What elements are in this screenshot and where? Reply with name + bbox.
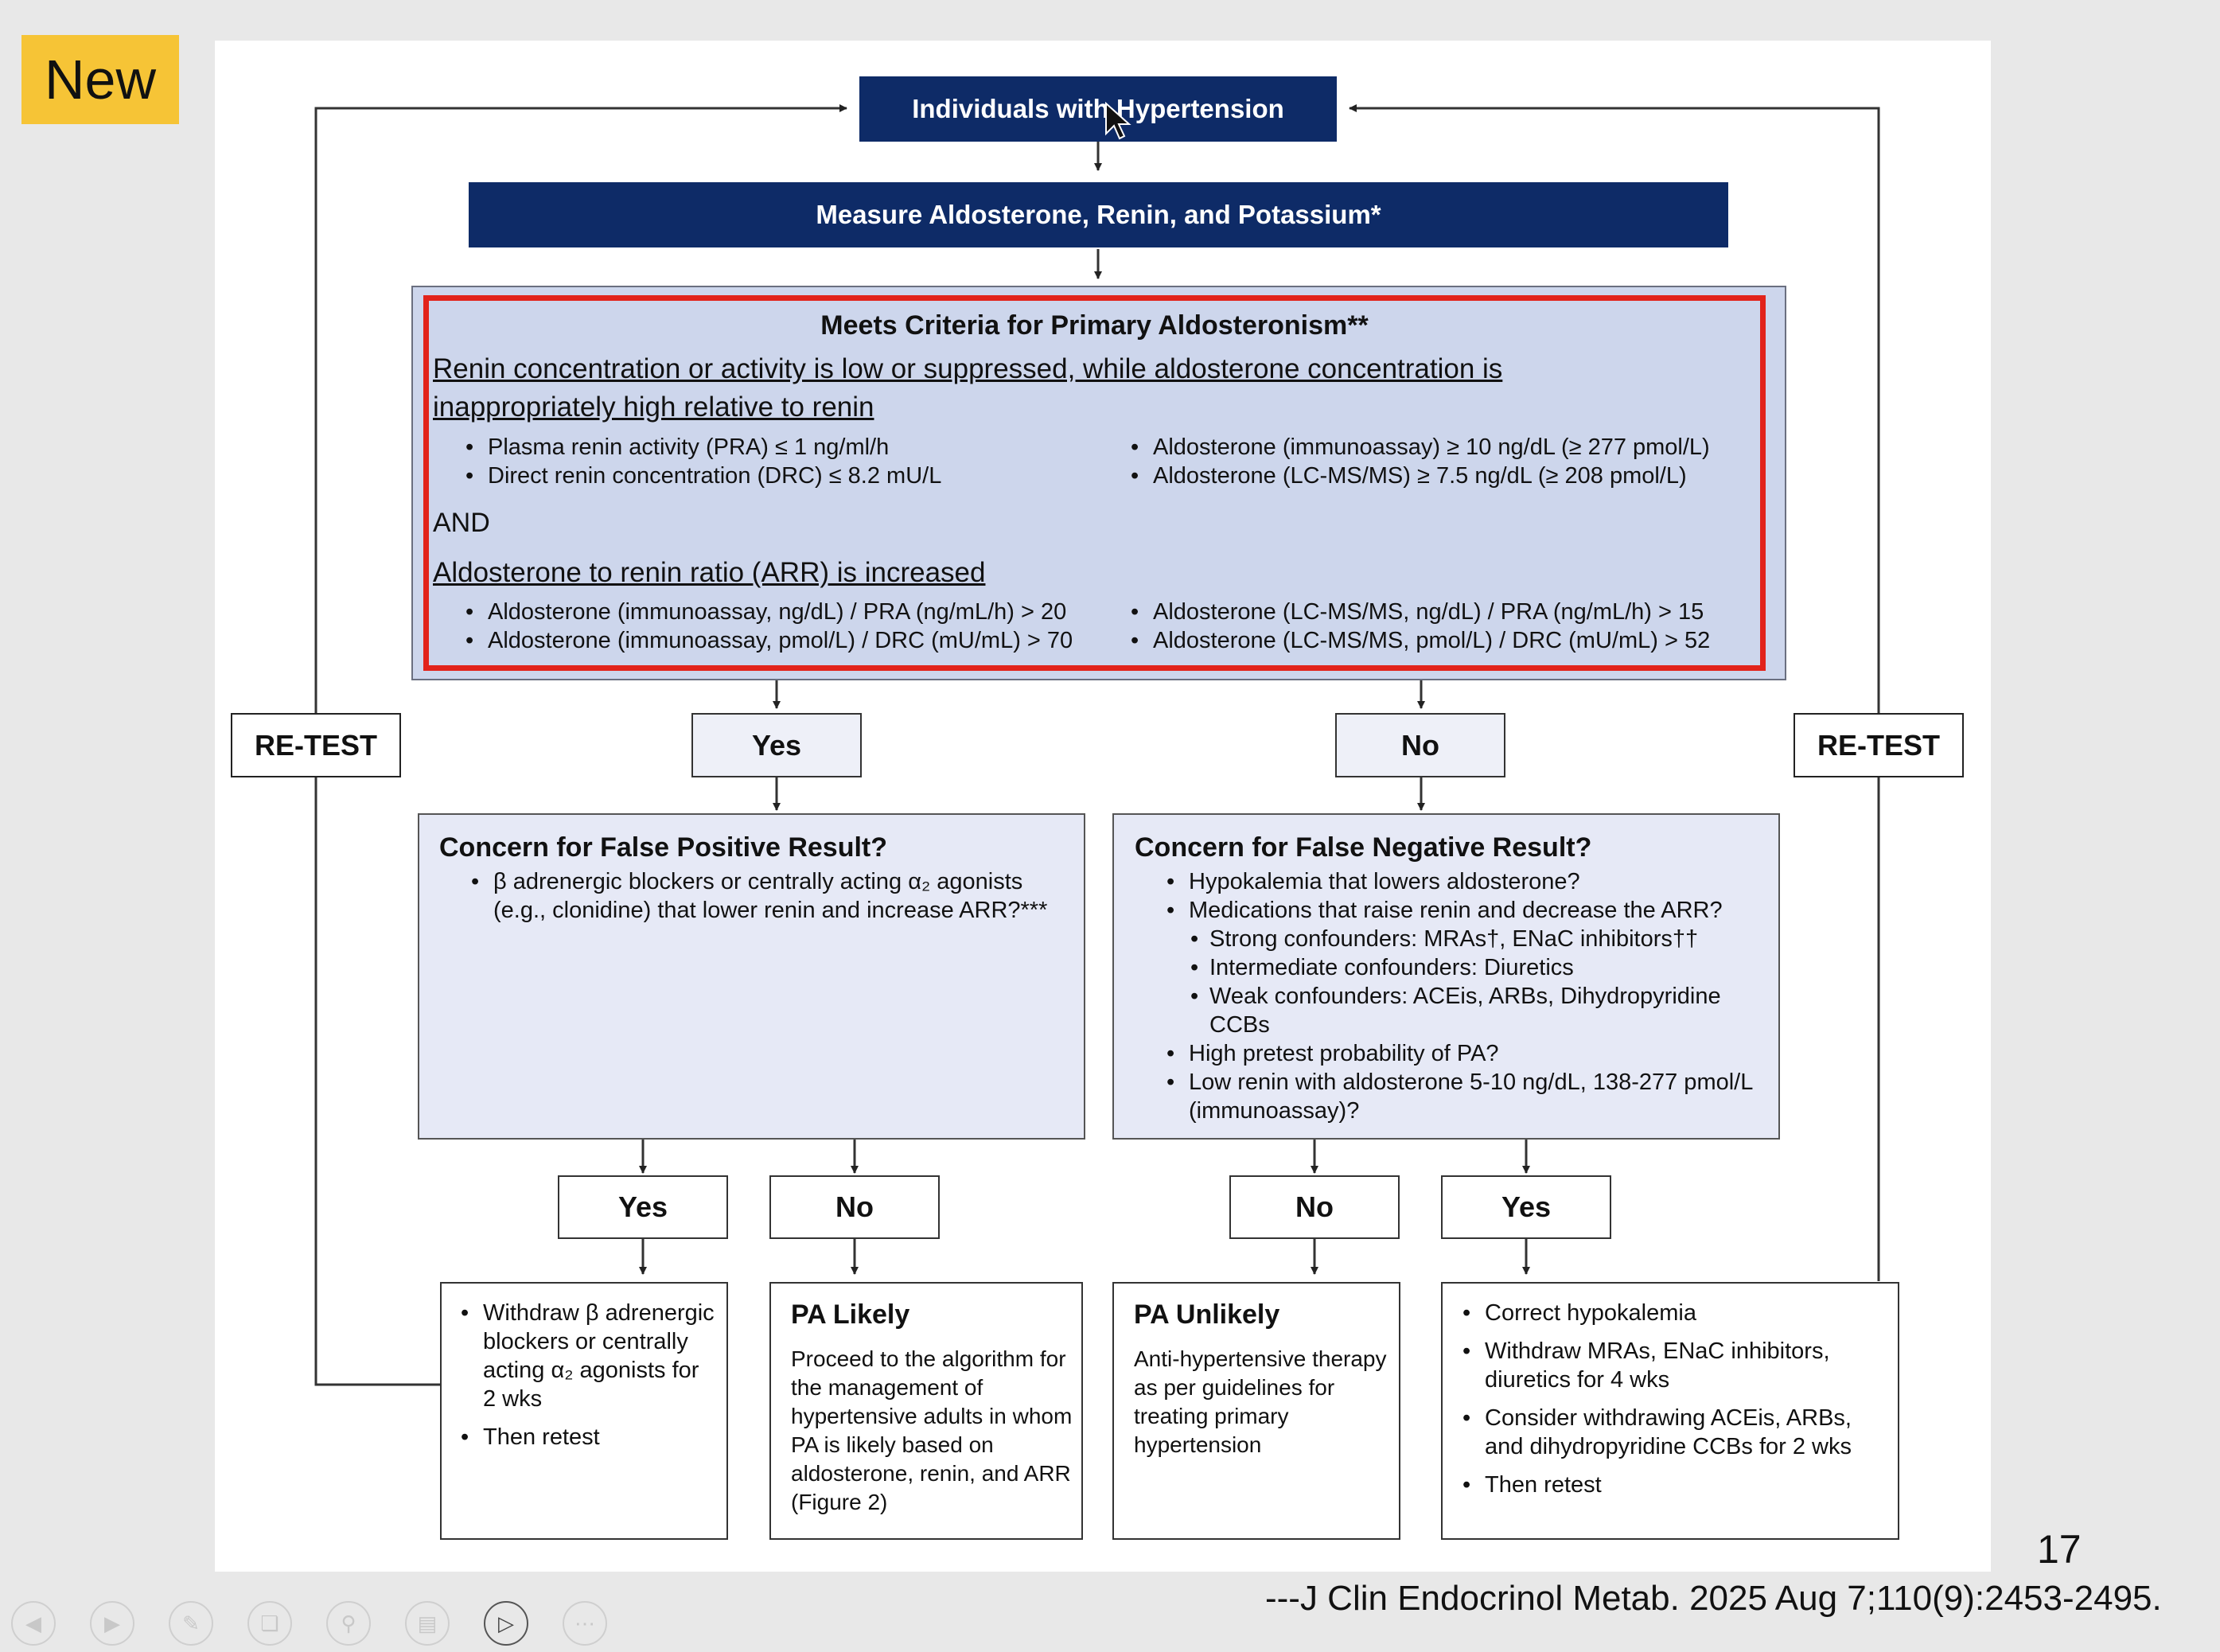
- list-item: Aldosterone (immunoassay, ng/dL) / PRA (…: [465, 598, 1126, 626]
- retest-right-box: RE-TEST: [1794, 713, 1964, 777]
- pa-unlikely-title: PA Unlikely: [1134, 1299, 1280, 1330]
- measure-box: Measure Aldosterone, Renin, and Potassiu…: [469, 182, 1728, 247]
- forward-icon[interactable]: ▶: [90, 1601, 134, 1646]
- list-item: Withdraw MRAs, ENaC inhibitors, diuretic…: [1462, 1337, 1892, 1394]
- list-item: Medications that raise renin and decreas…: [1166, 896, 1771, 925]
- criteria-s1-right-list: Aldosterone (immunoassay) ≥ 10 ng/dL (≥ …: [1131, 433, 1767, 490]
- list-item: Then retest: [461, 1423, 715, 1451]
- retest-left-box: RE-TEST: [231, 713, 401, 777]
- more-icon[interactable]: ⋯: [563, 1601, 607, 1646]
- yes-main-box: Yes: [691, 713, 862, 777]
- false-negative-title: Concern for False Negative Result?: [1135, 832, 1592, 863]
- false-positive-title: Concern for False Positive Result?: [439, 832, 888, 863]
- list-item: Plasma renin activity (PRA) ≤ 1 ng/ml/h: [465, 433, 1102, 462]
- list-item: High pretest probability of PA?: [1166, 1039, 1771, 1068]
- criteria-s2-right-list: Aldosterone (LC-MS/MS, ng/dL) / PRA (ng/…: [1131, 598, 1767, 655]
- criteria-title: Meets Criteria for Primary Aldosteronism…: [820, 310, 1369, 341]
- list-item: Aldosterone (LC-MS/MS) ≥ 7.5 ng/dL (≥ 20…: [1131, 462, 1767, 490]
- list-item: Aldosterone (LC-MS/MS, ng/dL) / PRA (ng/…: [1131, 598, 1767, 626]
- new-badge: New: [21, 35, 179, 124]
- result-pa-unlikely-box: [1112, 1282, 1400, 1540]
- yes-fn-box: Yes: [1441, 1175, 1611, 1239]
- criteria-section1-line1: Renin concentration or activity is low o…: [433, 353, 1503, 384]
- criteria-and: AND: [433, 508, 490, 538]
- zoom-icon[interactable]: ⚲: [326, 1601, 371, 1646]
- list-item: Aldosterone (LC-MS/MS, pmol/L) / DRC (mU…: [1131, 626, 1767, 655]
- individuals-box: Individuals with Hypertension: [859, 76, 1337, 142]
- pa-likely-text: Proceed to the algorithm for the managem…: [791, 1346, 1073, 1514]
- citation: ---J Clin Endocrinol Metab. 2025 Aug 7;1…: [1265, 1579, 2162, 1618]
- criteria-s2-left-list: Aldosterone (immunoassay, ng/dL) / PRA (…: [465, 598, 1126, 655]
- false-negative-list: Hypokalemia that lowers aldosterone? Med…: [1166, 867, 1771, 925]
- mouse-cursor-icon: [1105, 102, 1131, 140]
- list-item: Aldosterone (immunoassay) ≥ 10 ng/dL (≥ …: [1131, 433, 1767, 462]
- list-item: Aldosterone (immunoassay, pmol/L) / DRC …: [465, 626, 1126, 655]
- subtitles-icon[interactable]: ▤: [405, 1601, 450, 1646]
- camera-icon[interactable]: ▷: [484, 1601, 528, 1646]
- result-pa-likely-box: [769, 1282, 1083, 1540]
- result-withdraw-list: Withdraw β adrenergic blockers or centra…: [461, 1299, 715, 1451]
- list-item: β adrenergic blockers or centrally actin…: [471, 867, 1068, 925]
- criteria-s1-left-list: Plasma renin activity (PRA) ≤ 1 ng/ml/h …: [465, 433, 1102, 490]
- no-fp-box: No: [769, 1175, 940, 1239]
- no-fn-box: No: [1229, 1175, 1400, 1239]
- false-positive-list: β adrenergic blockers or centrally actin…: [471, 867, 1068, 925]
- false-negative-list-2: High pretest probability of PA? Low reni…: [1166, 1039, 1771, 1125]
- list-item: Intermediate confounders: Diuretics: [1190, 953, 1771, 982]
- back-icon[interactable]: ◀: [11, 1601, 56, 1646]
- list-item: Strong confounders: MRAs†, ENaC inhibito…: [1190, 925, 1771, 953]
- list-item: Consider withdrawing ACEis, ARBs, and di…: [1462, 1404, 1892, 1461]
- pen-icon[interactable]: ✎: [169, 1601, 213, 1646]
- list-item: Hypokalemia that lowers aldosterone?: [1166, 867, 1771, 896]
- page-number: 17: [2037, 1527, 2082, 1572]
- list-item: Then retest: [1462, 1471, 1892, 1499]
- list-item: Correct hypokalemia: [1462, 1299, 1892, 1327]
- pa-likely-title: PA Likely: [791, 1299, 910, 1330]
- copy-icon[interactable]: ❏: [247, 1601, 292, 1646]
- criteria-section2: Aldosterone to renin ratio (ARR) is incr…: [433, 557, 986, 588]
- list-item: Low renin with aldosterone 5-10 ng/dL, 1…: [1166, 1068, 1771, 1125]
- pa-unlikely-text: Anti-hypertensive therapy as per guideli…: [1134, 1346, 1387, 1457]
- list-item: Weak confounders: ACEis, ARBs, Dihydropy…: [1190, 982, 1771, 1039]
- criteria-section1-line2: inappropriately high relative to renin: [433, 392, 874, 423]
- list-item: Withdraw β adrenergic blockers or centra…: [461, 1299, 715, 1413]
- list-item: Direct renin concentration (DRC) ≤ 8.2 m…: [465, 462, 1102, 490]
- no-main-box: No: [1335, 713, 1505, 777]
- false-negative-sublist: Strong confounders: MRAs†, ENaC inhibito…: [1190, 925, 1771, 1039]
- result-correct-list: Correct hypokalemia Withdraw MRAs, ENaC …: [1462, 1299, 1892, 1499]
- yes-fp-box: Yes: [558, 1175, 728, 1239]
